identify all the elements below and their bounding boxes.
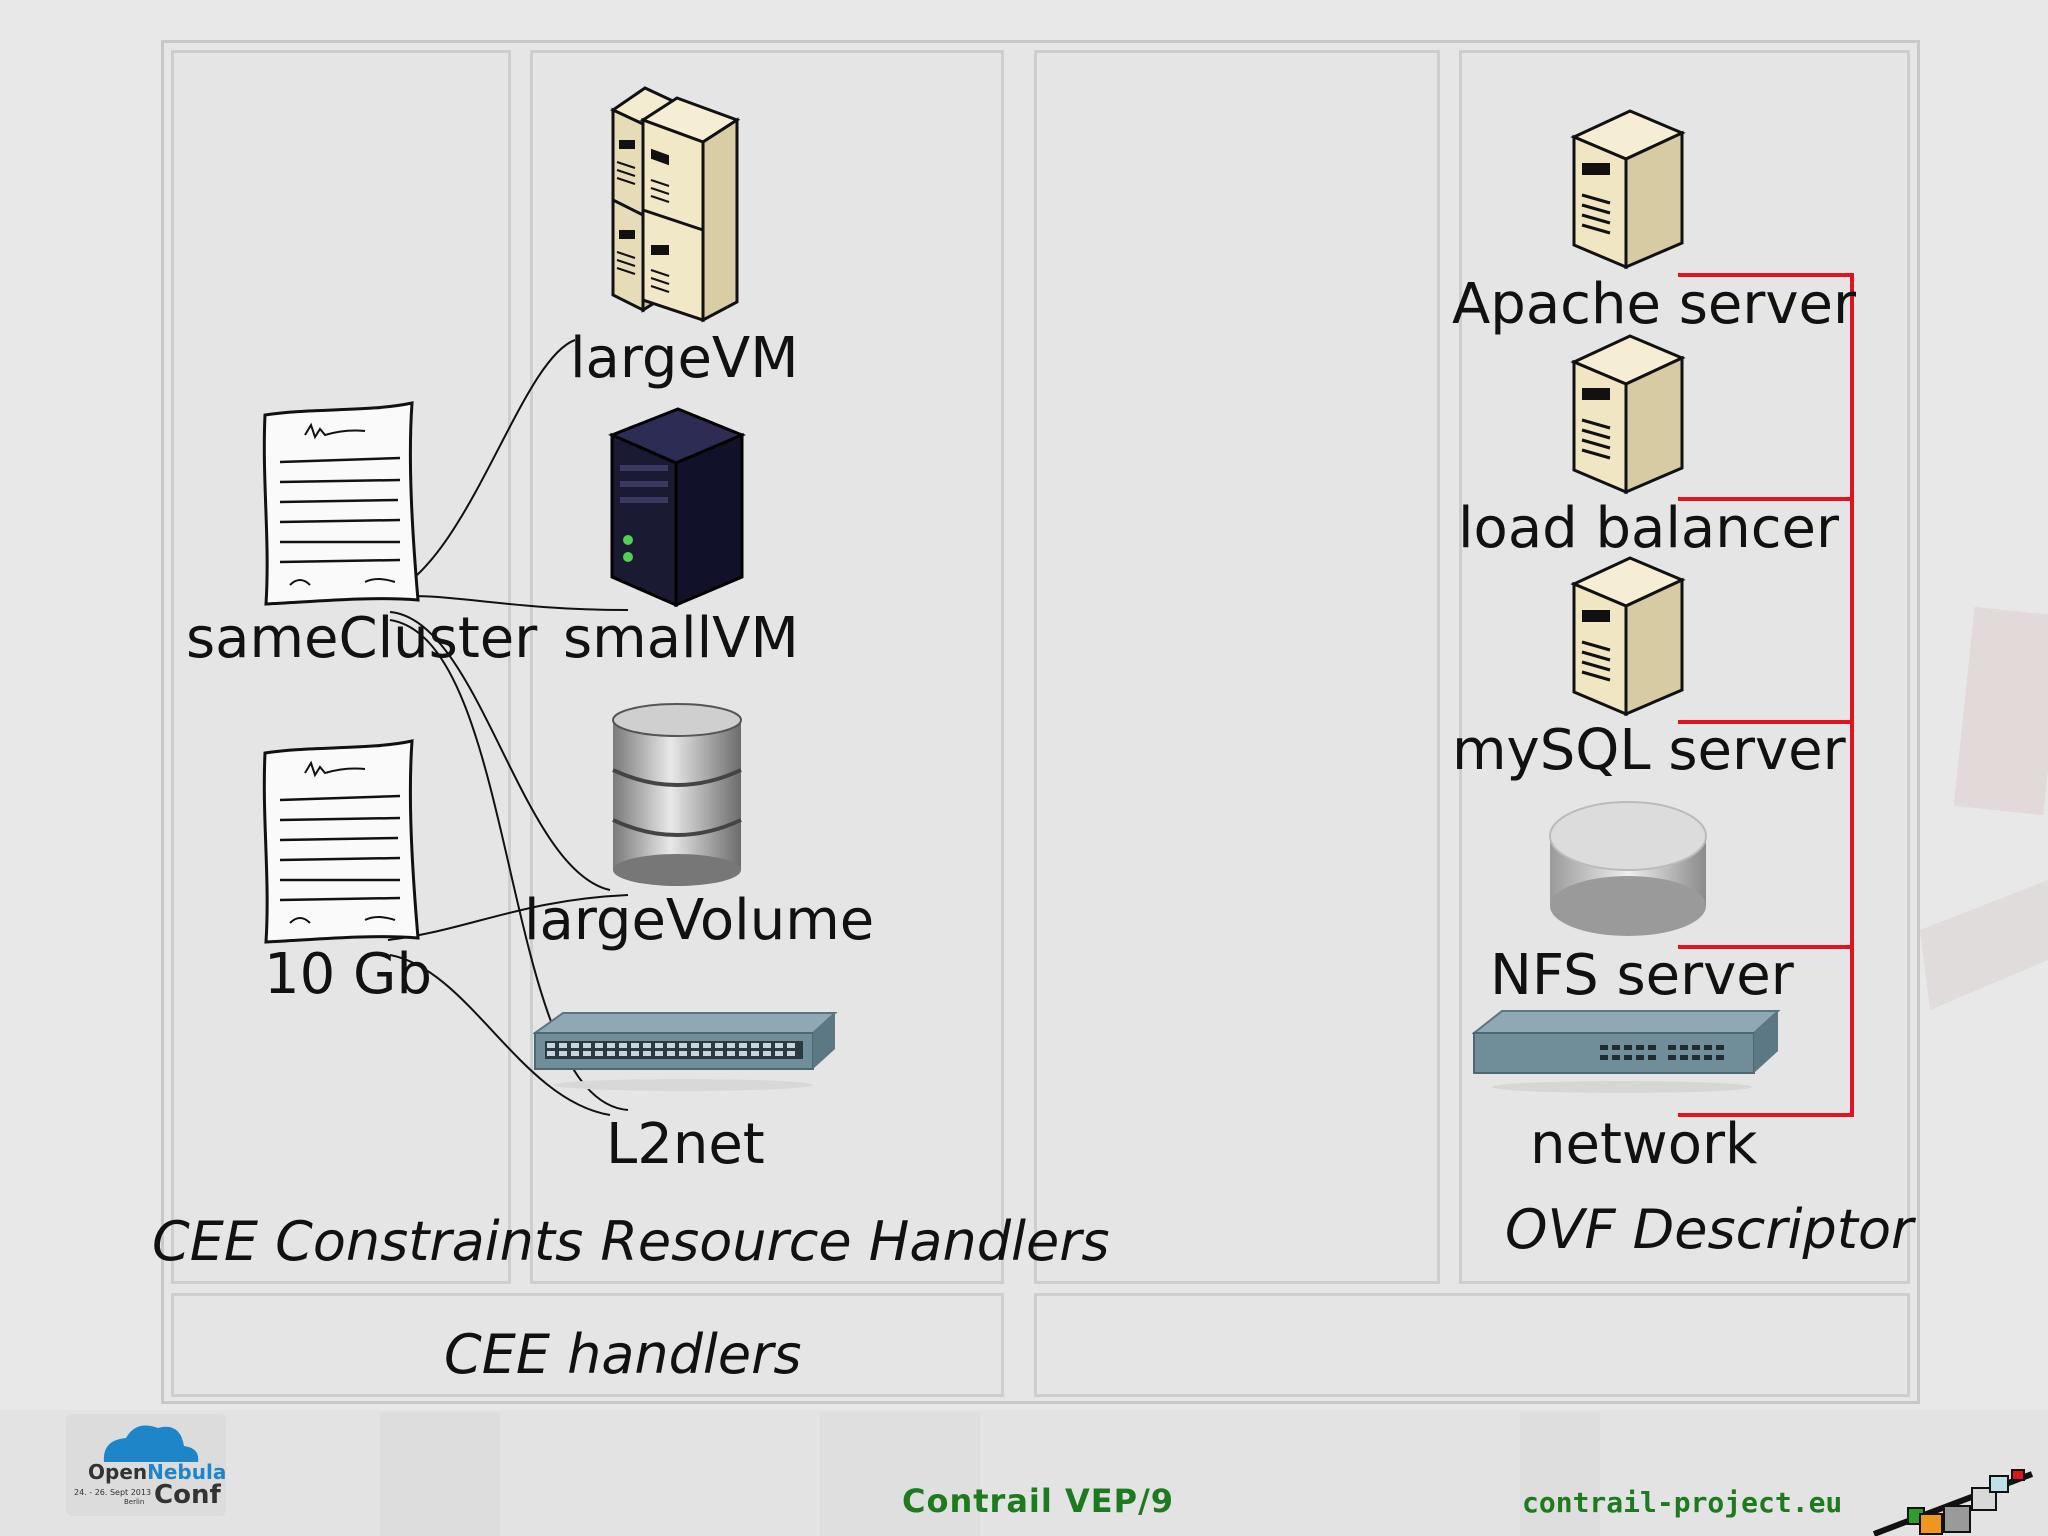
logo-city-text: Berlin [124, 1498, 145, 1506]
component-label-mysql: mySQL server [1452, 718, 1846, 783]
resource-label-largevm: largeVM [570, 326, 799, 391]
resource-handlers-panel [530, 50, 1004, 1284]
ovf-descriptor-panel [1459, 50, 1910, 1284]
cee-handlers-panel [171, 1293, 1004, 1397]
component-label-apache: Apache server [1452, 272, 1856, 337]
dark-server-icon [608, 407, 746, 608]
contrail-logo-icon [1872, 1469, 2034, 1536]
constraints-resource-handlers-caption: CEE Constraints Resource Handlers [152, 1210, 1110, 1273]
server-stack-icon [609, 86, 741, 323]
switch-icon [533, 1012, 838, 1091]
apache-server-icon [1570, 109, 1686, 270]
logo-date-text: 24. - 26. Sept 2013 [74, 1488, 152, 1497]
component-label-nfs: NFS server [1490, 943, 1794, 1008]
component-label-network: network [1530, 1112, 1758, 1177]
load-balancer-icon [1570, 334, 1686, 495]
document-icon [262, 739, 420, 944]
constraints-panel [171, 50, 511, 1284]
constraint-label-bandwidth: 10 Gb [264, 942, 432, 1007]
resource-label-smallvm: smallVM [563, 606, 799, 671]
project-url-link[interactable]: contrail-project.eu [1522, 1486, 1843, 1519]
network-switch-icon [1472, 1010, 1781, 1093]
ovf-descriptor-caption: OVF Descriptor [1505, 1198, 1914, 1261]
constraint-label-samecluster: sameCluster [186, 606, 538, 671]
logo-open-text: Open [88, 1460, 148, 1484]
logo-nebula-text: Nebula [147, 1460, 226, 1484]
cloud-icon [103, 1425, 199, 1462]
slide-footer-title: Contrail VEP/9 [902, 1482, 1175, 1520]
nfs-storage-icon [1549, 801, 1707, 936]
component-label-load-balancer: load balancer [1458, 496, 1839, 561]
cee-handlers-caption: CEE handlers [444, 1323, 802, 1386]
resource-label-l2net: L2net [606, 1112, 765, 1177]
resource-label-largevolume: largeVolume [524, 888, 875, 953]
database-icon [612, 703, 742, 886]
logo-conf-text: Conf [154, 1480, 221, 1510]
document-icon [262, 401, 420, 606]
empty-bottom-panel [1034, 1293, 1910, 1397]
mysql-server-icon [1570, 556, 1686, 717]
opennebula-conf-logo: OpenNebula 24. - 26. Sept 2013 Berlin Co… [66, 1414, 226, 1516]
empty-middle-panel [1034, 50, 1440, 1284]
